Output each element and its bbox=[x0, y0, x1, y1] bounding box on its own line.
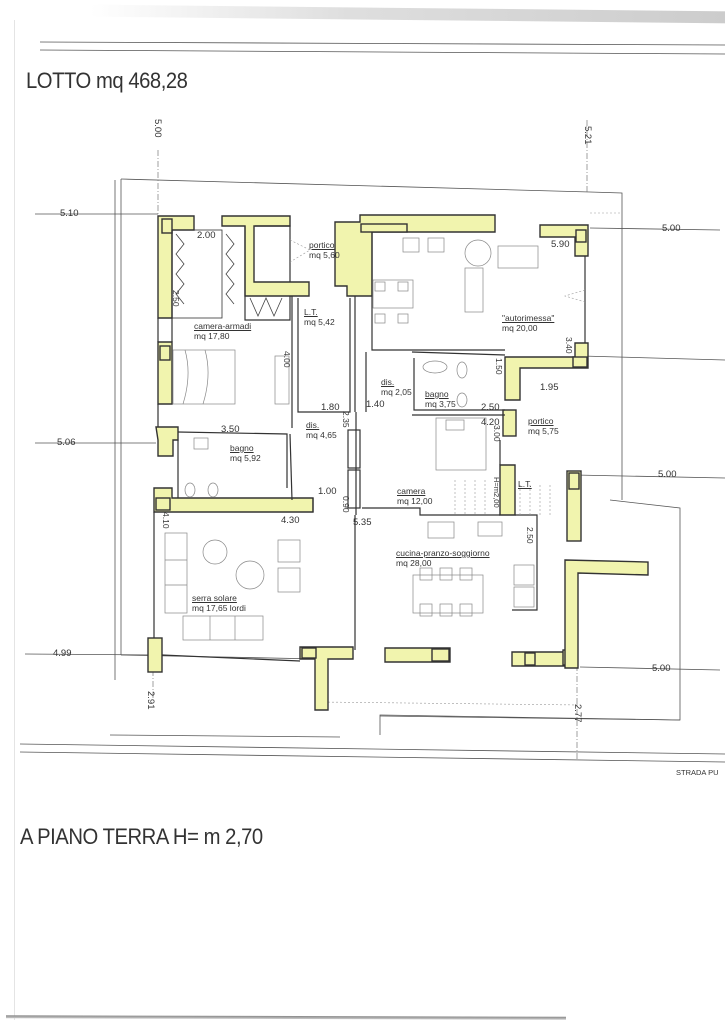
dim-hall-width: 1.80 bbox=[321, 402, 340, 413]
dim-camera-height: 3.00 bbox=[492, 425, 502, 442]
room-label-bagno-1: bagno mq 3,75 bbox=[425, 389, 456, 409]
dim-left-middle: 5.06 bbox=[57, 437, 76, 448]
lot-area-title: LOTTO mq 468,28 bbox=[26, 68, 188, 93]
dim-bath2-height: 1.50 bbox=[494, 358, 504, 375]
dim-bedroom-height: 4.00 bbox=[282, 351, 292, 368]
dim-stair-height: H=m2,00 bbox=[492, 477, 501, 508]
room-label-dis-2: dis. mq 4,65 bbox=[306, 420, 337, 440]
room-label-lt-1: L.T. mq 5,42 bbox=[304, 307, 335, 327]
dim-garage-depth: 3.40 bbox=[564, 337, 574, 354]
street-label: STRADA PU bbox=[676, 768, 719, 777]
dim-left-lower: 4.99 bbox=[53, 648, 72, 659]
dim-serra-depth: 4.10 bbox=[161, 512, 171, 529]
dim-kitchen-depth: 2.50 bbox=[525, 527, 535, 544]
dim-garage-width: 5.90 bbox=[551, 239, 570, 250]
dim-top-left: 5.00 bbox=[152, 119, 163, 138]
room-label-dis-1: dis. mq 2,05 bbox=[381, 377, 412, 397]
room-label-camera: camera mq 12,00 bbox=[397, 486, 433, 506]
dim-bottom-left: 2.91 bbox=[145, 691, 156, 710]
dim-portico-offset: 1.95 bbox=[540, 382, 559, 393]
room-label-portico-2: portico mq 5,75 bbox=[528, 416, 559, 436]
dim-bath-width: 3.50 bbox=[221, 424, 240, 435]
room-label-lt-2: L.T. bbox=[518, 479, 532, 489]
dim-dis-width: 1.40 bbox=[366, 399, 385, 410]
room-label-bagno-2: bagno mq 5,92 bbox=[230, 443, 261, 463]
dim-right-middle: 5.00 bbox=[658, 469, 677, 480]
dim-bottom-right: 2.77 bbox=[572, 704, 583, 723]
room-label-autorimessa: "autorimessa" mq 20,00 bbox=[502, 313, 555, 333]
dim-closet: 0.90 bbox=[341, 496, 351, 513]
scan-artifact-left bbox=[14, 20, 15, 1020]
dim-wardrobe-width: 2.00 bbox=[197, 230, 216, 241]
dim-top-right: 5.21 bbox=[582, 126, 593, 145]
dim-bottom-left-width: 4.30 bbox=[281, 515, 300, 526]
dim-door: 1.00 bbox=[318, 486, 337, 497]
room-label-serra-solare: serra solare mq 17,65 lordi bbox=[192, 593, 246, 613]
room-label-portico-1: portico mq 5,60 bbox=[309, 240, 340, 260]
dim-wardrobe-depth: 2.50 bbox=[171, 290, 181, 307]
dim-camera-width2: 4.20 bbox=[481, 417, 500, 428]
dim-camera-width: 5.35 bbox=[353, 517, 372, 528]
dim-bath2-width: 2.50 bbox=[481, 402, 500, 413]
floor-title: A PIANO TERRA H= m 2,70 bbox=[20, 824, 263, 849]
dim-right-lower: 5.00 bbox=[652, 663, 671, 674]
room-label-cucina: cucina-pranzo-soggiorno mq 28,00 bbox=[396, 548, 490, 568]
dim-left-upper: 5.10 bbox=[60, 208, 79, 219]
dim-hall-height: 2.35 bbox=[341, 411, 351, 428]
dim-right-upper: 5.00 bbox=[662, 223, 681, 234]
room-label-camera-armadi: camera-armadi mq 17,80 bbox=[194, 321, 252, 341]
